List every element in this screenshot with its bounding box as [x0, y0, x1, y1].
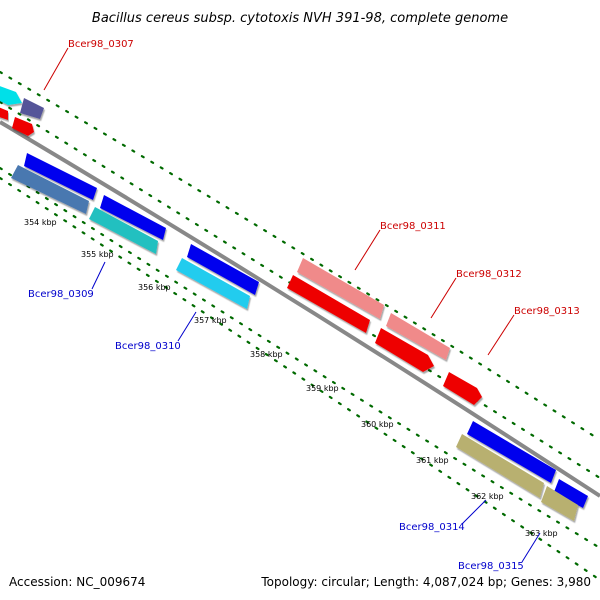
gene-red-fwd-1 — [287, 275, 370, 333]
leader-line-0310 — [177, 311, 197, 342]
gene-label-bcer98-0313: Bcer98_0313 — [514, 306, 580, 317]
gene-bcer98-0310-arrow — [176, 258, 250, 309]
gene-red-small — [12, 117, 34, 136]
kbp-ticks: 354 kbp 355 kbp 356 kbp 357 kbp 358 kbp … — [24, 218, 558, 538]
tick-label: 355 kbp — [81, 250, 114, 259]
gene-label-bcer98-0314: Bcer98_0314 — [399, 522, 465, 533]
leader-lines — [43, 47, 541, 563]
topology-text: Topology: circular; Length: 4,087,024 bp… — [260, 575, 591, 589]
tick-label: 356 kbp — [138, 283, 171, 292]
outer-dotted-guide-2 — [0, 70, 600, 442]
leader-line-0312 — [430, 277, 457, 319]
tick-label: 361 kbp — [416, 456, 449, 465]
gene-blue-rev-5 — [554, 479, 588, 508]
tick-label: 362 kbp — [471, 492, 504, 501]
gene-bcer98-0311-arrow — [297, 258, 384, 319]
gene-steel-rev-1 — [11, 165, 89, 214]
gene-blue-rev-4 — [467, 421, 556, 483]
gene-red-edge — [0, 107, 8, 120]
gene-cyan-edge — [0, 86, 22, 105]
gene-red-fwd-2 — [375, 328, 434, 372]
gene-blue-rev-3 — [187, 244, 259, 295]
leader-line-0313 — [487, 314, 515, 356]
tick-label: 354 kbp — [24, 218, 57, 227]
inner-dotted-guide-1 — [0, 166, 600, 550]
forward-track — [0, 86, 482, 405]
leader-line-0309 — [91, 261, 106, 290]
gene-label-bcer98-0307: Bcer98_0307 — [68, 39, 134, 50]
gene-bcer98-0313-arrow — [443, 372, 482, 405]
gene-label-bcer98-0309: Bcer98_0309 — [28, 289, 94, 300]
gene-bcer98-0312-arrow — [386, 313, 450, 360]
gene-blue-rev-1 — [24, 153, 97, 200]
leader-line-0314 — [461, 499, 487, 525]
gene-labels: Bcer98_0307 Bcer98_0311 Bcer98_0312 Bcer… — [28, 39, 580, 572]
leader-line-0311 — [354, 229, 381, 271]
tick-label: 363 kbp — [525, 529, 558, 538]
tick-label: 359 kbp — [306, 384, 339, 393]
gene-label-bcer98-0315: Bcer98_0315 — [458, 561, 524, 572]
leader-line-0307 — [43, 47, 69, 91]
gene-label-bcer98-0310: Bcer98_0310 — [115, 341, 181, 352]
dotted-guides — [0, 70, 600, 582]
gene-bcer98-0314-arrow — [456, 434, 544, 498]
gene-label-bcer98-0311: Bcer98_0311 — [380, 221, 446, 232]
leader-line-0315 — [521, 532, 541, 563]
reverse-track — [11, 153, 588, 521]
genome-backbone — [0, 120, 600, 498]
gene-bcer98-0315-arrow — [541, 486, 578, 521]
gene-label-bcer98-0312: Bcer98_0312 — [456, 269, 522, 280]
outer-dotted-guide-1 — [0, 100, 600, 480]
accession-text: Accession: NC_009674 — [9, 575, 145, 589]
inner-dotted-guide-2 — [0, 176, 600, 582]
gene-bcer98-0307-arrow — [20, 98, 44, 119]
tick-label: 360 kbp — [361, 420, 394, 429]
tick-label: 358 kbp — [250, 350, 283, 359]
gene-blue-rev-2 — [100, 195, 166, 240]
gene-bcer98-0309-arrow — [89, 207, 158, 254]
map-title: Bacillus cereus subsp. cytotoxis NVH 391… — [92, 11, 508, 26]
tick-label: 357 kbp — [194, 316, 227, 325]
